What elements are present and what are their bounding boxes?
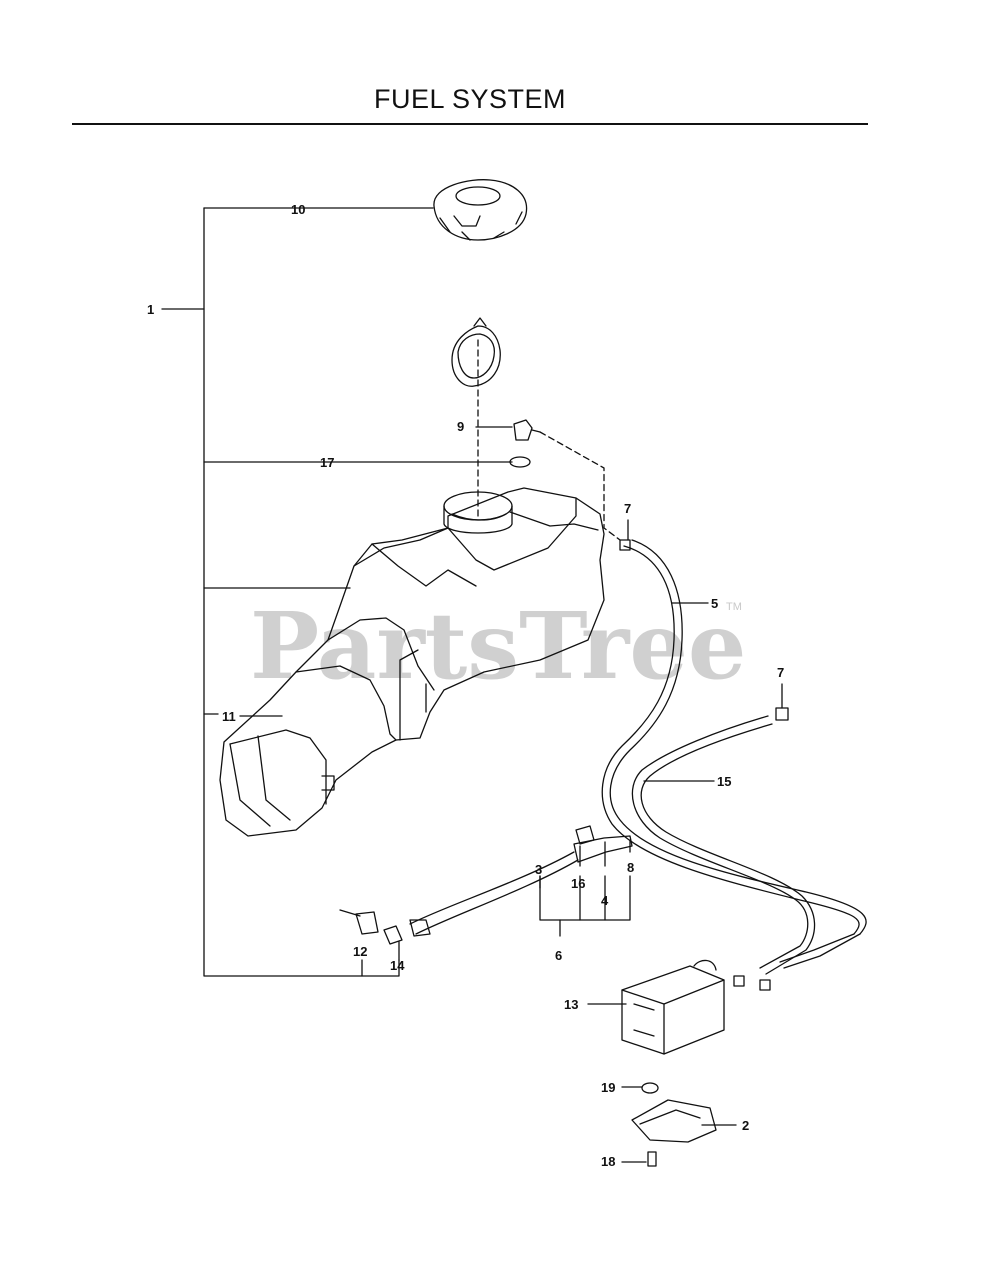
assembly-line-vent bbox=[539, 431, 621, 541]
watermark-text: PartsTree bbox=[250, 592, 746, 700]
fuel-line-5-part bbox=[601, 539, 867, 969]
fuel-line-15-part bbox=[631, 715, 816, 975]
fuel-cap-part bbox=[433, 179, 528, 241]
callout-5: 5 bbox=[711, 596, 718, 611]
callout-11: 11 bbox=[222, 709, 236, 724]
callout-18: 18 bbox=[601, 1154, 615, 1169]
bracket-item-6 bbox=[539, 839, 631, 937]
callout-9: 9 bbox=[457, 419, 464, 434]
leader-lines bbox=[239, 426, 783, 1163]
title-underline bbox=[72, 123, 868, 125]
callout-19: 19 bbox=[601, 1080, 615, 1095]
callout-4: 4 bbox=[601, 893, 609, 908]
bracket-item-1 bbox=[161, 207, 513, 977]
callout-3: 3 bbox=[535, 862, 542, 877]
fuel-tank-part bbox=[219, 487, 605, 837]
page-title: FUEL SYSTEM bbox=[373, 84, 567, 114]
vent-valve-part bbox=[509, 419, 541, 468]
callout-8: 8 bbox=[627, 860, 634, 875]
callout-13: 13 bbox=[564, 997, 578, 1012]
callout-15: 15 bbox=[717, 774, 731, 789]
callout-10: 10 bbox=[291, 202, 305, 217]
callout-6: 6 bbox=[555, 948, 562, 963]
callout-7a: 7 bbox=[624, 501, 631, 516]
callout-7b: 7 bbox=[777, 665, 784, 680]
callout-17: 17 bbox=[320, 455, 334, 470]
callout-1: 1 bbox=[147, 302, 154, 317]
callout-labels: 1 2 3 4 5 6 7 7 8 9 10 11 12 13 14 15 16… bbox=[147, 202, 784, 1169]
watermark: PartsTree TM bbox=[250, 592, 746, 700]
watermark-tm: TM bbox=[726, 601, 742, 613]
callout-2: 2 bbox=[742, 1118, 749, 1133]
callout-16: 16 bbox=[571, 876, 585, 891]
filler-strainer-part bbox=[451, 317, 501, 387]
filter-canister-part bbox=[621, 959, 771, 1055]
callout-14: 14 bbox=[390, 958, 405, 973]
mounting-bracket-part bbox=[631, 1082, 717, 1167]
callout-12: 12 bbox=[353, 944, 367, 959]
shutoff-valve-part bbox=[355, 825, 633, 945]
